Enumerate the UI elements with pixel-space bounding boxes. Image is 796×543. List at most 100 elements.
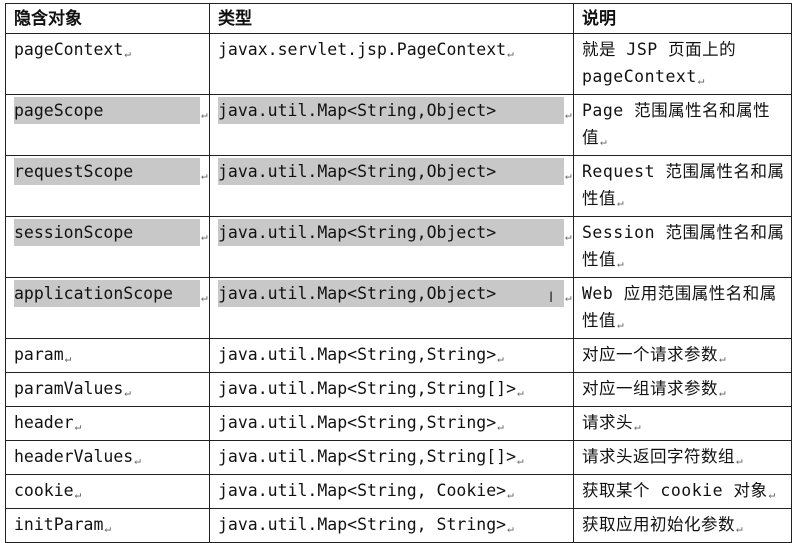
header-type: 类型 bbox=[209, 3, 574, 34]
paragraph-mark-icon: ↵ bbox=[736, 454, 744, 467]
description-cell: Request 范围属性名和属性值↵ bbox=[573, 155, 792, 217]
type-cell-text: java.util.Map<String,String> bbox=[218, 413, 497, 432]
type-cell-text: javax.servlet.jsp.PageContext bbox=[218, 40, 507, 59]
table-row: header↵java.util.Map<String,String>↵请求头↵ bbox=[5, 406, 792, 441]
implicit-objects-table: 隐含对象 类型 说明 pageContext↵javax.servlet.jsp… bbox=[5, 3, 792, 543]
header-object: 隐含对象 bbox=[5, 3, 210, 34]
type-cell: java.util.Map<String, String>↵ bbox=[209, 508, 574, 543]
paragraph-mark-icon: ↵ bbox=[617, 196, 625, 209]
description-cell-text: 对应一组请求参数 bbox=[582, 379, 718, 398]
type-cell: java.util.Map<String,String[]>↵ bbox=[209, 372, 574, 407]
paragraph-mark-icon: ↵ bbox=[124, 386, 131, 399]
object-name-cell: requestScope↵ bbox=[5, 155, 210, 217]
paragraph-mark-icon: ↵ bbox=[507, 522, 514, 535]
description-cell-text: 请求头 bbox=[582, 413, 633, 432]
type-cell-text: java.util.Map<String,String[]> bbox=[218, 379, 517, 398]
paragraph-mark-icon: ↵ bbox=[64, 352, 72, 365]
paragraph-mark-icon: ↵ bbox=[565, 291, 572, 304]
type-cell-text: java.util.Map<String,String> bbox=[218, 345, 497, 364]
type-cell-text: java.util.Map<String, Cookie> bbox=[218, 481, 507, 500]
paragraph-mark-icon: ↵ bbox=[565, 230, 572, 243]
paragraph-mark-icon: ↵ bbox=[768, 488, 776, 501]
description-cell: Page 范围属性名和属性值↵ bbox=[573, 94, 792, 156]
description-cell-text: Page 范围属性名和属性值 bbox=[582, 101, 771, 147]
table-row: pageScope↵java.util.Map<String,Object>↵P… bbox=[5, 94, 792, 156]
paragraph-mark-icon: ↵ bbox=[617, 318, 625, 331]
paragraph-mark-icon: ↵ bbox=[134, 454, 141, 467]
object-name-cell-text: pageContext bbox=[14, 40, 124, 59]
description-cell: 对应一个请求参数↵ bbox=[573, 338, 792, 373]
object-name-cell-text: header bbox=[14, 413, 74, 432]
object-name-cell: headerValues↵ bbox=[5, 440, 210, 475]
paragraph-mark-icon: ↵ bbox=[497, 352, 504, 365]
object-name-cell: pageScope↵ bbox=[5, 94, 210, 156]
paragraph-mark-icon: ↵ bbox=[617, 257, 625, 270]
paragraph-mark-icon: ↵ bbox=[719, 386, 727, 399]
paragraph-mark-icon: ↵ bbox=[565, 108, 572, 121]
table-row: param↵java.util.Map<String,String>↵对应一个请… bbox=[5, 338, 792, 373]
paragraph-mark-icon: ↵ bbox=[124, 47, 131, 60]
object-name-cell: applicationScope↵ bbox=[5, 277, 210, 339]
type-cell: java.util.Map<String,String>↵ bbox=[209, 338, 574, 373]
description-cell: 就是 JSP 页面上的 pageContext↵ bbox=[573, 33, 792, 95]
table-row: sessionScope↵java.util.Map<String,Object… bbox=[5, 216, 792, 278]
type-cell: java.util.Map<String,Object>↵ bbox=[209, 216, 574, 278]
object-name-cell-text: param bbox=[14, 345, 64, 364]
paragraph-mark-icon: ↵ bbox=[600, 135, 608, 148]
table-row: applicationScope↵java.util.Map<String,Ob… bbox=[5, 277, 792, 339]
object-name-cell: param↵ bbox=[5, 338, 210, 373]
type-cell-text: java.util.Map<String,Object> bbox=[218, 219, 564, 246]
table-row: headerValues↵java.util.Map<String,String… bbox=[5, 440, 792, 475]
type-cell: java.util.Map<String,String[]>↵ bbox=[209, 440, 574, 475]
paragraph-mark-icon: ↵ bbox=[74, 488, 82, 501]
paragraph-mark-icon: ↵ bbox=[507, 47, 514, 60]
description-cell-text: 获取某个 cookie 对象 bbox=[582, 481, 768, 500]
description-cell-text: 获取应用初始化参数 bbox=[582, 515, 735, 534]
paragraph-mark-icon: ↵ bbox=[517, 454, 524, 467]
object-name-cell-text: applicationScope bbox=[14, 280, 200, 307]
object-name-cell: initParam↵ bbox=[5, 508, 210, 543]
paragraph-mark-icon: ↵ bbox=[507, 488, 514, 501]
table-row: pageContext↵javax.servlet.jsp.PageContex… bbox=[5, 33, 792, 95]
paragraph-mark-icon: ↵ bbox=[497, 420, 504, 433]
table-row: paramValues↵java.util.Map<String,String[… bbox=[5, 372, 792, 407]
object-name-cell-text: pageScope bbox=[14, 97, 200, 124]
type-cell: java.util.Map<String,Object>↵ bbox=[209, 94, 574, 156]
type-cell-text: java.util.Map<String,Object> bbox=[218, 97, 564, 124]
paragraph-mark-icon: ↵ bbox=[104, 522, 112, 535]
paragraph-mark-icon: ↵ bbox=[74, 420, 82, 433]
paragraph-mark-icon: ↵ bbox=[719, 352, 727, 365]
header-description: 说明 bbox=[573, 3, 792, 34]
description-cell: 对应一组请求参数↵ bbox=[573, 372, 792, 407]
description-cell: 请求头↵ bbox=[573, 406, 792, 441]
type-cell: java.util.Map<String,Object>↵ bbox=[209, 155, 574, 217]
description-cell: 获取应用初始化参数↵ bbox=[573, 508, 792, 543]
object-name-cell-text: requestScope bbox=[14, 158, 200, 185]
object-name-cell-text: initParam bbox=[14, 515, 104, 534]
object-name-cell: sessionScope↵ bbox=[5, 216, 210, 278]
object-name-cell-text: headerValues bbox=[14, 447, 134, 466]
table-header-row: 隐含对象 类型 说明 bbox=[5, 3, 792, 34]
object-name-cell-text: paramValues bbox=[14, 379, 124, 398]
type-cell: java.util.Map<String,String>↵ bbox=[209, 406, 574, 441]
description-cell-text: Session 范围属性名和属性值 bbox=[582, 223, 785, 269]
type-cell: java.util.Map<String,Object>↵ bbox=[209, 277, 574, 339]
type-cell-text: java.util.Map<String,Object> bbox=[218, 158, 564, 185]
paragraph-mark-icon: ↵ bbox=[201, 108, 208, 121]
paragraph-mark-icon: ↵ bbox=[201, 291, 208, 304]
paragraph-mark-icon: ↵ bbox=[634, 420, 642, 433]
object-name-cell-text: cookie bbox=[14, 481, 74, 500]
paragraph-mark-icon: ↵ bbox=[201, 169, 208, 182]
description-cell: Session 范围属性名和属性值↵ bbox=[573, 216, 792, 278]
type-cell-text: java.util.Map<String,Object> bbox=[218, 280, 564, 307]
paragraph-mark-icon: ↵ bbox=[517, 386, 524, 399]
table-row: requestScope↵java.util.Map<String,Object… bbox=[5, 155, 792, 217]
object-name-cell: pageContext↵ bbox=[5, 33, 210, 95]
type-cell-text: java.util.Map<String, String> bbox=[218, 515, 507, 534]
paragraph-mark-icon: ↵ bbox=[697, 74, 705, 87]
table-row: initParam↵java.util.Map<String, String>↵… bbox=[5, 508, 792, 543]
description-cell-text: 请求头返回字符数组 bbox=[582, 447, 735, 466]
object-name-cell-text: sessionScope bbox=[14, 219, 200, 246]
description-cell-text: Request 范围属性名和属性值 bbox=[582, 162, 785, 208]
description-cell: Web 应用范围属性名和属性值↵ bbox=[573, 277, 792, 339]
